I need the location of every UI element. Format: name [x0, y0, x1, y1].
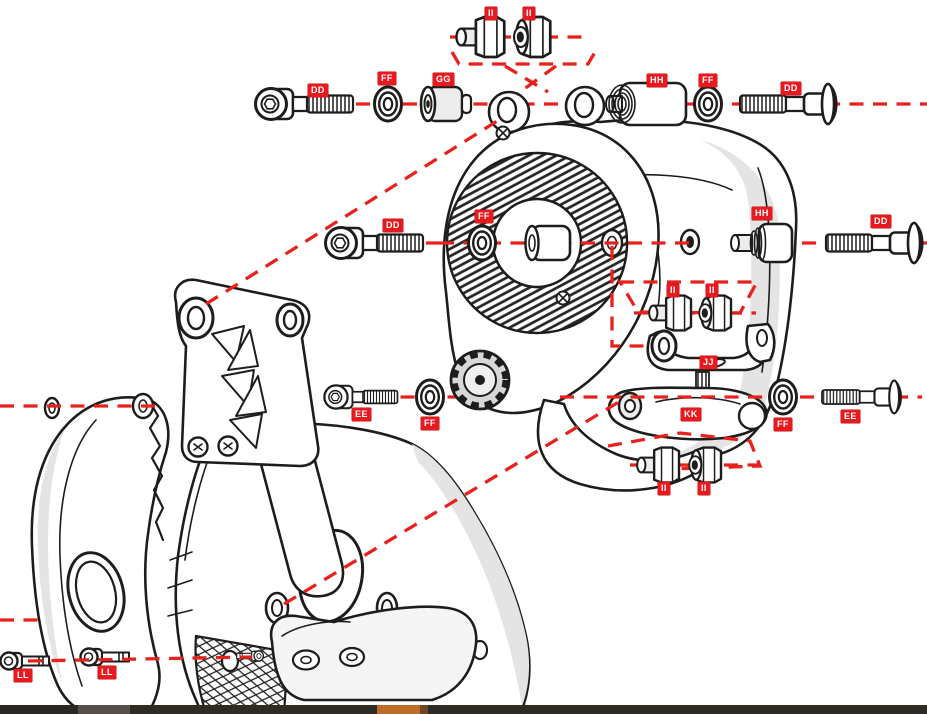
footer-bar-segment	[130, 705, 377, 714]
callout-ii-mid-1: II	[667, 284, 679, 297]
footer-bar-segment	[78, 705, 130, 714]
callout-dd-mid-left: DD	[383, 219, 403, 232]
mounting-bracket	[173, 278, 320, 468]
footer-bar-segment	[0, 705, 78, 714]
washer-ff-top-left	[373, 85, 403, 123]
callout-ee-left: EE	[352, 408, 371, 421]
footer-color-bar	[0, 705, 927, 714]
bolt-dd-mid-left	[324, 226, 425, 260]
washer-ff-left	[415, 378, 445, 416]
outer-cover-oval-hole	[66, 551, 126, 633]
callout-ff-left: FF	[421, 417, 439, 430]
spline-shaft	[449, 349, 511, 411]
motor-mid-boss	[524, 224, 572, 262]
callout-hh-top: HH	[647, 74, 667, 87]
bolt-ee-left	[323, 384, 399, 410]
outer-cover	[30, 392, 170, 714]
bolt-dd-top-left	[254, 87, 355, 121]
bolt-ee-right	[820, 379, 902, 415]
callout-dd-mid-right: DD	[871, 215, 891, 228]
callout-ii-bottom-1: II	[658, 482, 670, 495]
footer-bar-segment	[377, 705, 420, 714]
callout-ff-top-left: FF	[378, 72, 396, 85]
callout-ll-2: LL	[98, 666, 116, 679]
callout-ll-1: LL	[14, 669, 32, 682]
motor-unit	[442, 81, 798, 492]
nut-ii-mid-2	[698, 294, 733, 332]
washer-ff-top-right	[693, 85, 723, 123]
callout-hh-mid: HH	[752, 207, 772, 220]
washer-ff-right	[768, 378, 798, 416]
cover-assembly	[30, 278, 531, 714]
hh-boss-top	[605, 81, 688, 127]
callout-ii-mid-2: II	[706, 284, 718, 297]
footer-bar-segment	[428, 705, 927, 714]
skid-plate-screw	[338, 646, 366, 668]
nut-ii-top-1	[455, 15, 506, 59]
nut-ii-top-2	[512, 15, 552, 59]
callout-ee-right: EE	[841, 410, 860, 423]
skid-plate-screw	[291, 649, 321, 671]
alignment-dashes-over	[0, 51, 763, 663]
callout-ff-mid: FF	[475, 210, 493, 223]
footer-bar-segment	[420, 705, 428, 714]
callout-ii-top-2: II	[523, 7, 535, 20]
callout-ii-top-1: II	[485, 7, 497, 20]
nut-ii-bottom-2	[688, 446, 723, 484]
callout-ff-right: FF	[774, 418, 792, 431]
callout-dd-top-left: DD	[308, 84, 328, 97]
front-fasteners	[467, 224, 733, 484]
skid-plate	[269, 605, 478, 702]
callout-dd-top-right: DD	[781, 82, 801, 95]
callout-ii-bottom-2: II	[698, 482, 710, 495]
callout-gg: GG	[433, 73, 454, 86]
callout-kk: KK	[681, 408, 701, 421]
callout-ff-top-right: FF	[699, 74, 717, 87]
washer-ff-mid	[467, 224, 497, 262]
fasteners	[0, 15, 924, 671]
bolt-dd-mid-right	[824, 221, 924, 265]
callout-jj: JJ	[700, 356, 717, 369]
bushing-hh-mid	[730, 222, 794, 264]
spacer-gg	[419, 85, 473, 123]
